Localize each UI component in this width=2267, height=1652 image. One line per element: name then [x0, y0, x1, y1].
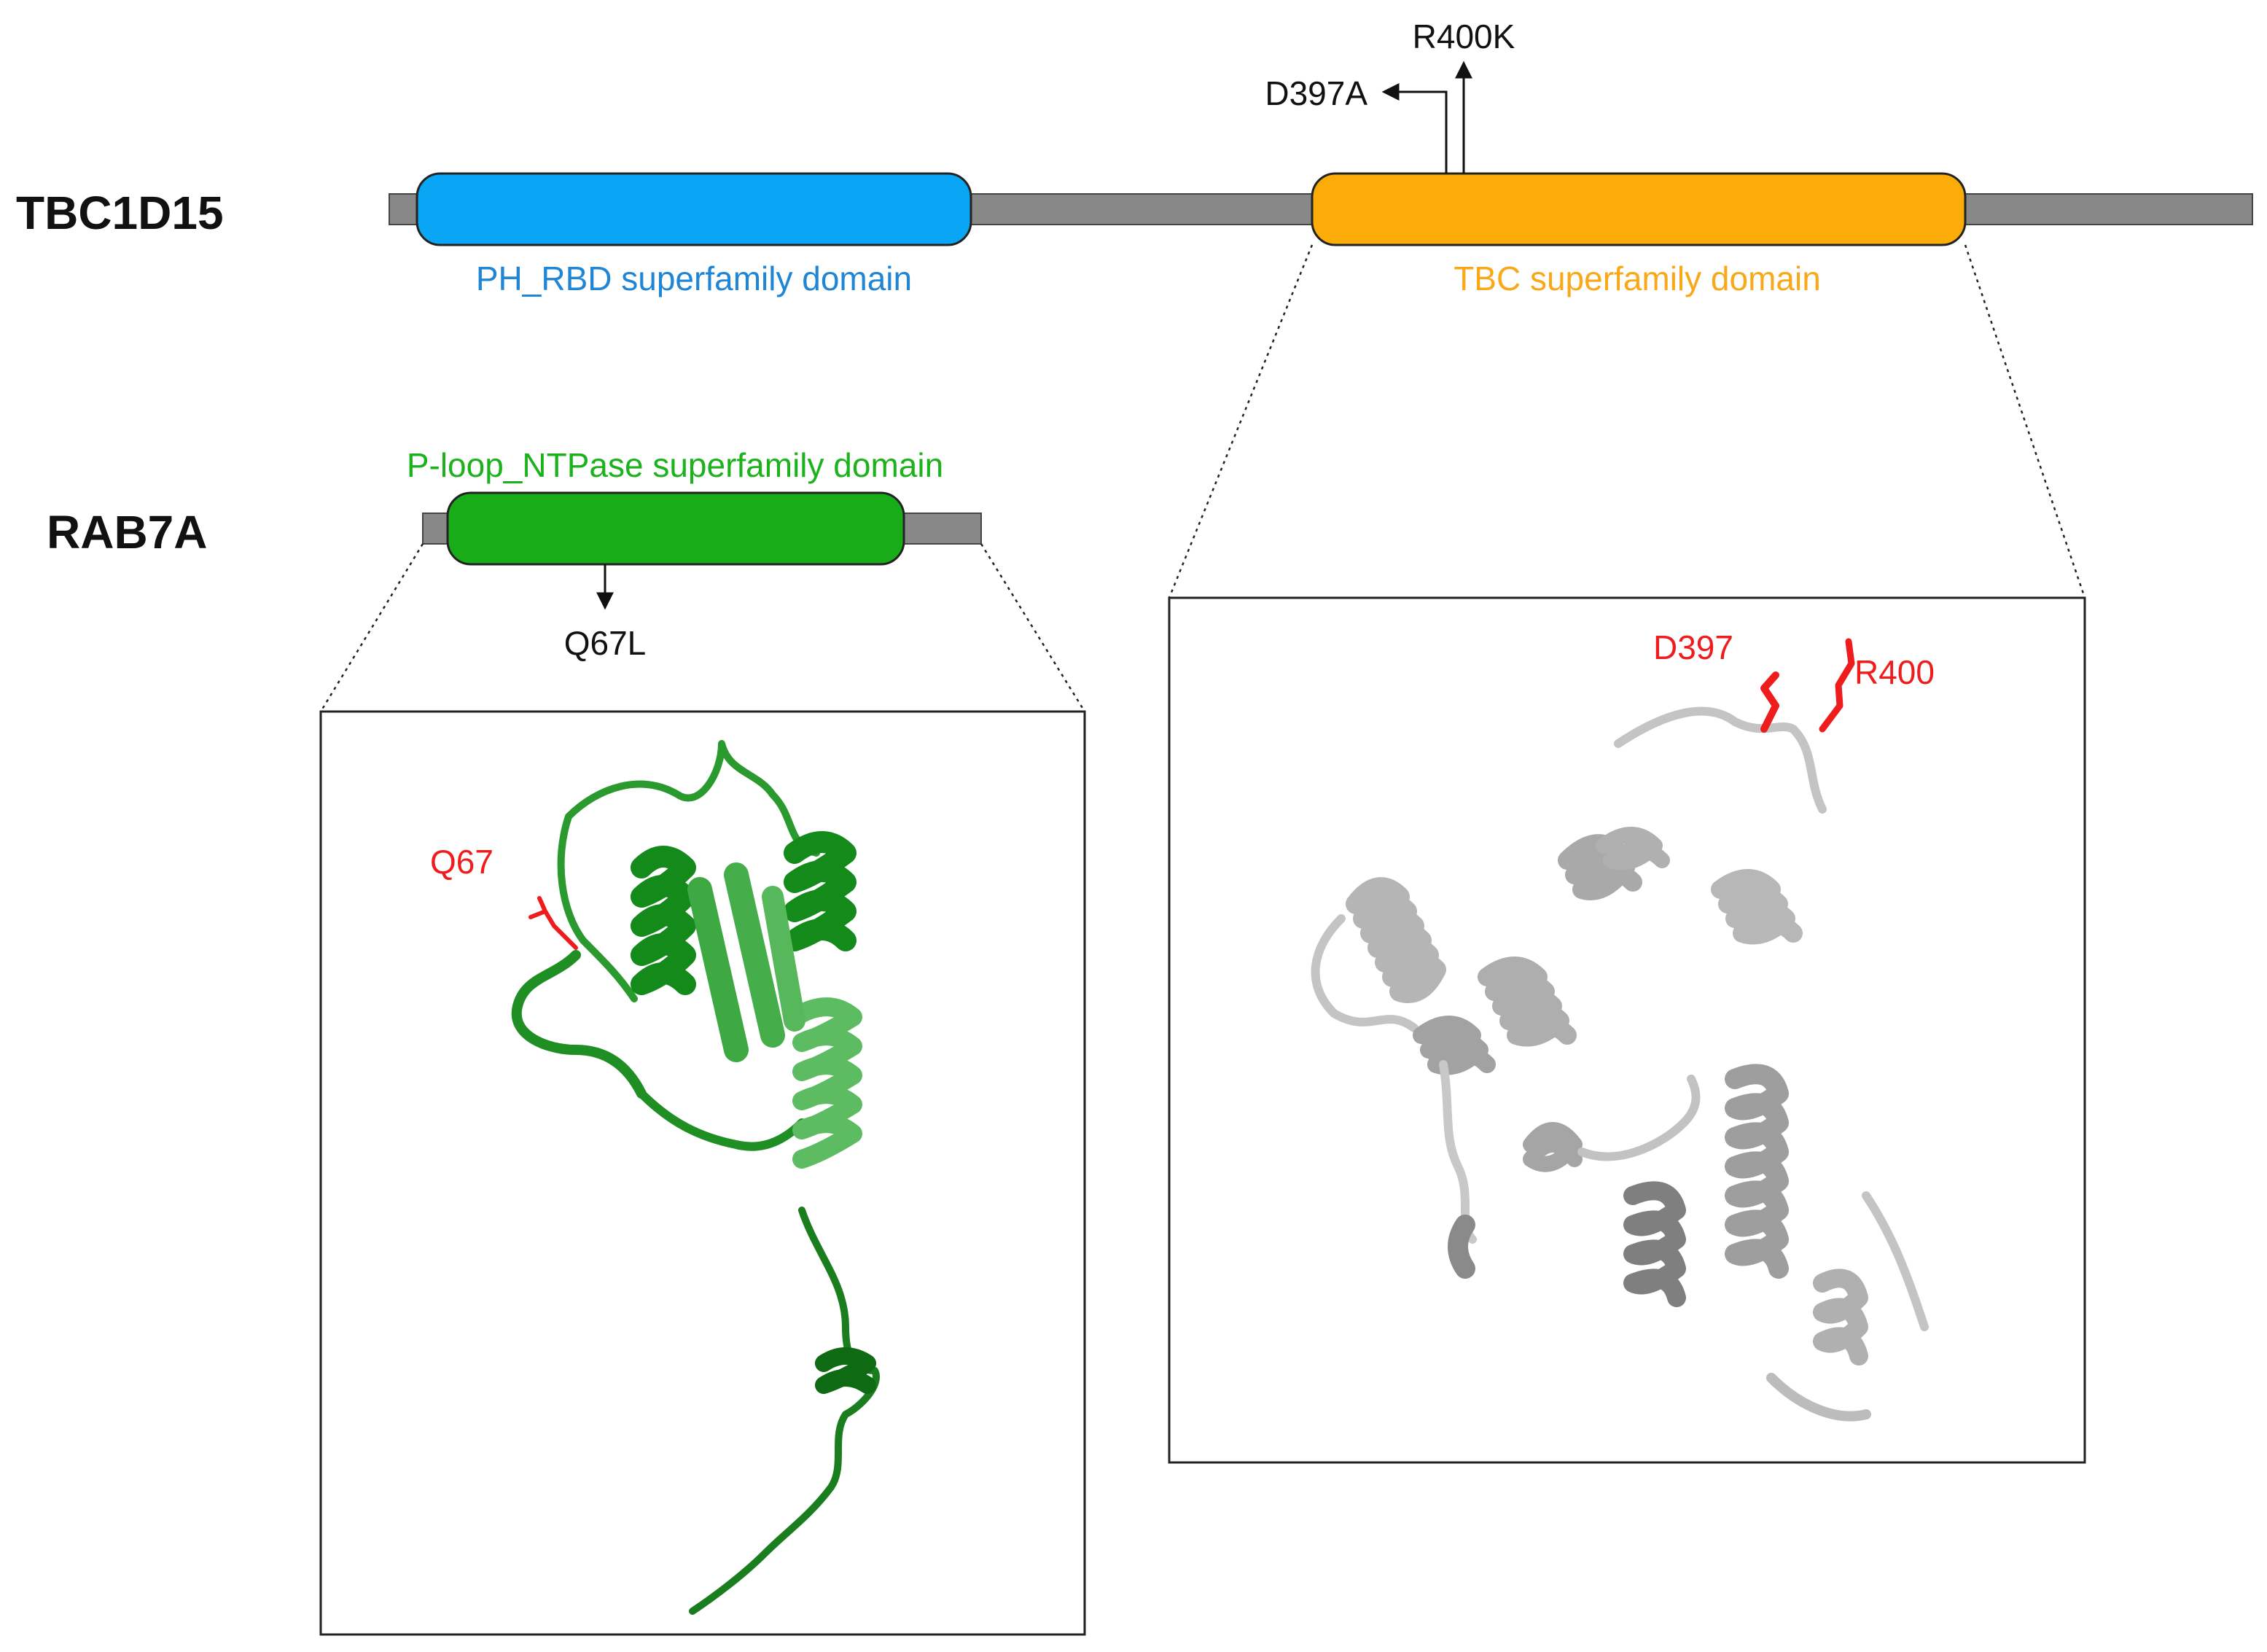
- r400k-label: R400K: [1413, 17, 1515, 55]
- ph-rbd-domain-box: [415, 172, 972, 246]
- protein-ribbon-green-icon: [511, 740, 880, 1615]
- tbc1d15-name: TBC1D15: [16, 187, 224, 239]
- rab7a-structure-panel: Q67: [319, 710, 1086, 1636]
- ploop-domain-box: [446, 491, 905, 566]
- rab7a-name: RAB7A: [47, 506, 207, 558]
- q67l-label: Q67L: [564, 624, 647, 662]
- rab7a-zoom-line-right: [980, 543, 1086, 712]
- ph-rbd-domain-label: PH_RBD superfamily domain: [476, 260, 912, 297]
- tbc-domain-box: [1311, 172, 1967, 246]
- rab7a-zoom-line-left: [319, 543, 424, 712]
- d397a-arrow: [1381, 83, 1448, 174]
- tbc-structure-frame: [1168, 596, 2086, 1464]
- tbc-structure-panel: D397 R400: [1168, 596, 2086, 1464]
- ploop-domain-label: P-loop_NTPase superfamily domain: [407, 446, 943, 484]
- d397-residue-label: D397: [1653, 628, 1733, 666]
- r400-residue-label: R400: [1854, 653, 1935, 691]
- rab7a-track: RAB7A P-loop_NTPase superfamily domain Q…: [47, 446, 982, 662]
- q67-residue-label: Q67: [430, 843, 493, 881]
- tbc-zoom-line-right: [1964, 244, 2086, 599]
- d397a-label: D397A: [1265, 74, 1367, 112]
- tbc1d15-track: TBC1D15 PH_RBD superfamily domain TBC su…: [16, 17, 2253, 297]
- rab7a-structure-frame: [319, 710, 1086, 1636]
- protein-ribbon-grey-icon: [1311, 638, 1929, 1422]
- tbc-domain-label: TBC superfamily domain: [1454, 260, 1821, 297]
- zoom-connectors: [319, 244, 2086, 712]
- tbc-zoom-line-left: [1168, 244, 1314, 599]
